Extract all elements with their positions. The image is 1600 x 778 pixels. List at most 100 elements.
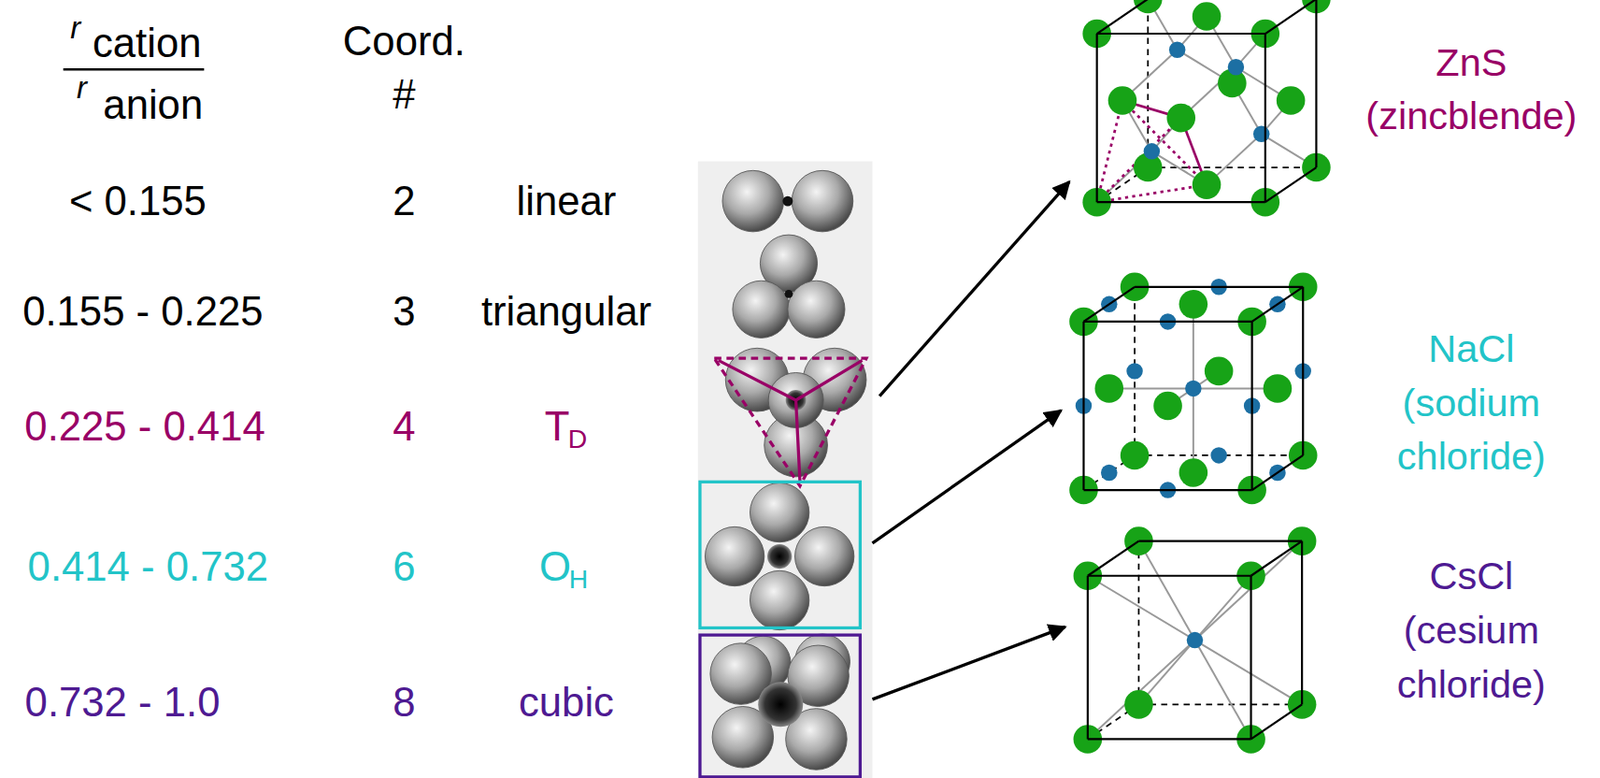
cell-edge <box>1251 541 1303 576</box>
pointer-arrow <box>879 181 1070 396</box>
cell-edge <box>1265 167 1317 202</box>
sphere-models <box>698 161 873 778</box>
anion-sphere <box>791 170 854 232</box>
ratio-subscript: cation <box>92 18 202 68</box>
cell-edge <box>1314 0 1317 168</box>
anion-sphere <box>722 170 785 232</box>
anion-atom <box>1095 373 1125 403</box>
column-header: Coord. <box>342 15 466 65</box>
geometry-name: triangular <box>481 286 652 336</box>
bond <box>1097 100 1123 203</box>
symmetry-subscript: D <box>568 422 588 455</box>
cell-edge <box>1251 703 1303 739</box>
coordination-number: 4 <box>392 400 415 450</box>
column-header: # <box>392 69 415 118</box>
bond <box>1087 575 1196 641</box>
ratio-symbol: r <box>76 69 87 106</box>
coordination-number: 2 <box>392 176 415 226</box>
cell-edge <box>1083 320 1252 323</box>
pointer-arrow <box>871 410 1061 543</box>
cell-edge <box>1082 321 1085 490</box>
anion-atom <box>1153 391 1183 421</box>
anion-atom <box>1192 1 1222 31</box>
bond <box>1122 100 1207 186</box>
fraction-bar <box>63 68 205 72</box>
pointer-arrow <box>871 626 1065 700</box>
cell-edge <box>1096 33 1099 202</box>
cell-edge <box>1251 321 1254 490</box>
symmetry-subscript: H <box>569 563 589 596</box>
cell-edge <box>1087 737 1252 740</box>
cation-atom <box>1186 631 1203 648</box>
cell-edge <box>1252 286 1304 322</box>
structure-name: ZnS (zincblende) <box>1365 35 1577 144</box>
bond <box>1194 541 1302 641</box>
cation-atom <box>1126 362 1143 379</box>
bond <box>1087 640 1196 740</box>
coordination-number: 3 <box>392 286 415 336</box>
cell-edge <box>1249 575 1252 740</box>
anion-atom <box>1124 689 1154 719</box>
tetrahedron-outline <box>714 357 867 486</box>
cell-edge <box>1264 33 1267 202</box>
geometry-name: cubic <box>518 677 615 727</box>
cell-edge <box>1083 488 1252 491</box>
anion-sphere <box>795 526 855 586</box>
anion-atom <box>1179 457 1209 487</box>
ratio-range: 0.155 - 0.225 <box>22 286 263 336</box>
picture-ground <box>698 161 873 778</box>
anion-sphere <box>732 280 790 338</box>
geometry-name: linear <box>516 176 617 226</box>
ratio-symbol: r <box>70 10 81 47</box>
bond <box>1138 541 1195 641</box>
anion-sphere <box>704 526 764 586</box>
structure-name: NaCl (sodium chloride) <box>1397 321 1546 485</box>
cell-edge <box>1265 0 1317 34</box>
cell-edge <box>1083 286 1135 322</box>
anion-atom <box>1108 85 1138 115</box>
cubic-frame <box>700 634 860 777</box>
zincblende-cell <box>1082 0 1330 216</box>
symmetry-symbol: O <box>539 542 572 591</box>
symmetry-symbol: T <box>544 400 571 450</box>
cation-sphere <box>782 196 793 207</box>
cell-edge <box>1087 541 1140 576</box>
cell-edge <box>1300 541 1303 705</box>
cell-edge <box>1086 575 1089 740</box>
hidden-edge <box>1147 166 1316 169</box>
anion-atom <box>1263 373 1293 403</box>
ratio-subscript: anion <box>102 79 203 129</box>
cation-atom <box>1185 380 1201 397</box>
bond <box>1097 185 1207 203</box>
ratio-range: 0.732 - 1.0 <box>25 677 221 727</box>
cation-atom <box>1228 58 1244 75</box>
cell-edge <box>1252 455 1304 490</box>
ratio-range: < 0.155 <box>69 176 207 226</box>
cell-edge <box>1087 574 1252 577</box>
rocksalt-cell <box>1069 272 1317 505</box>
bond <box>1097 117 1182 202</box>
hidden-edge <box>1138 702 1302 705</box>
anion-atom <box>1120 441 1150 471</box>
cell-edge <box>1097 32 1266 35</box>
tetrahedron-edges <box>718 359 863 482</box>
cation-atom <box>1169 41 1186 58</box>
cation-atom <box>1143 142 1160 159</box>
cell-edge <box>1301 286 1304 456</box>
ratio-range: 0.414 - 0.732 <box>28 542 269 591</box>
cesium-chloride-cell <box>1073 526 1317 753</box>
cation-sphere <box>767 543 792 569</box>
octahedral-frame <box>700 481 860 628</box>
anion-atom <box>1179 289 1209 319</box>
bond <box>1194 640 1251 740</box>
cation-atom <box>1253 126 1270 143</box>
anion-atom <box>1166 103 1196 133</box>
anion-atom <box>1204 357 1234 386</box>
cell-edge <box>1138 540 1302 543</box>
anion-atom <box>1192 170 1222 200</box>
cation-sphere <box>757 681 803 727</box>
cation-sphere <box>785 289 794 299</box>
coordination-number: 6 <box>392 542 415 591</box>
